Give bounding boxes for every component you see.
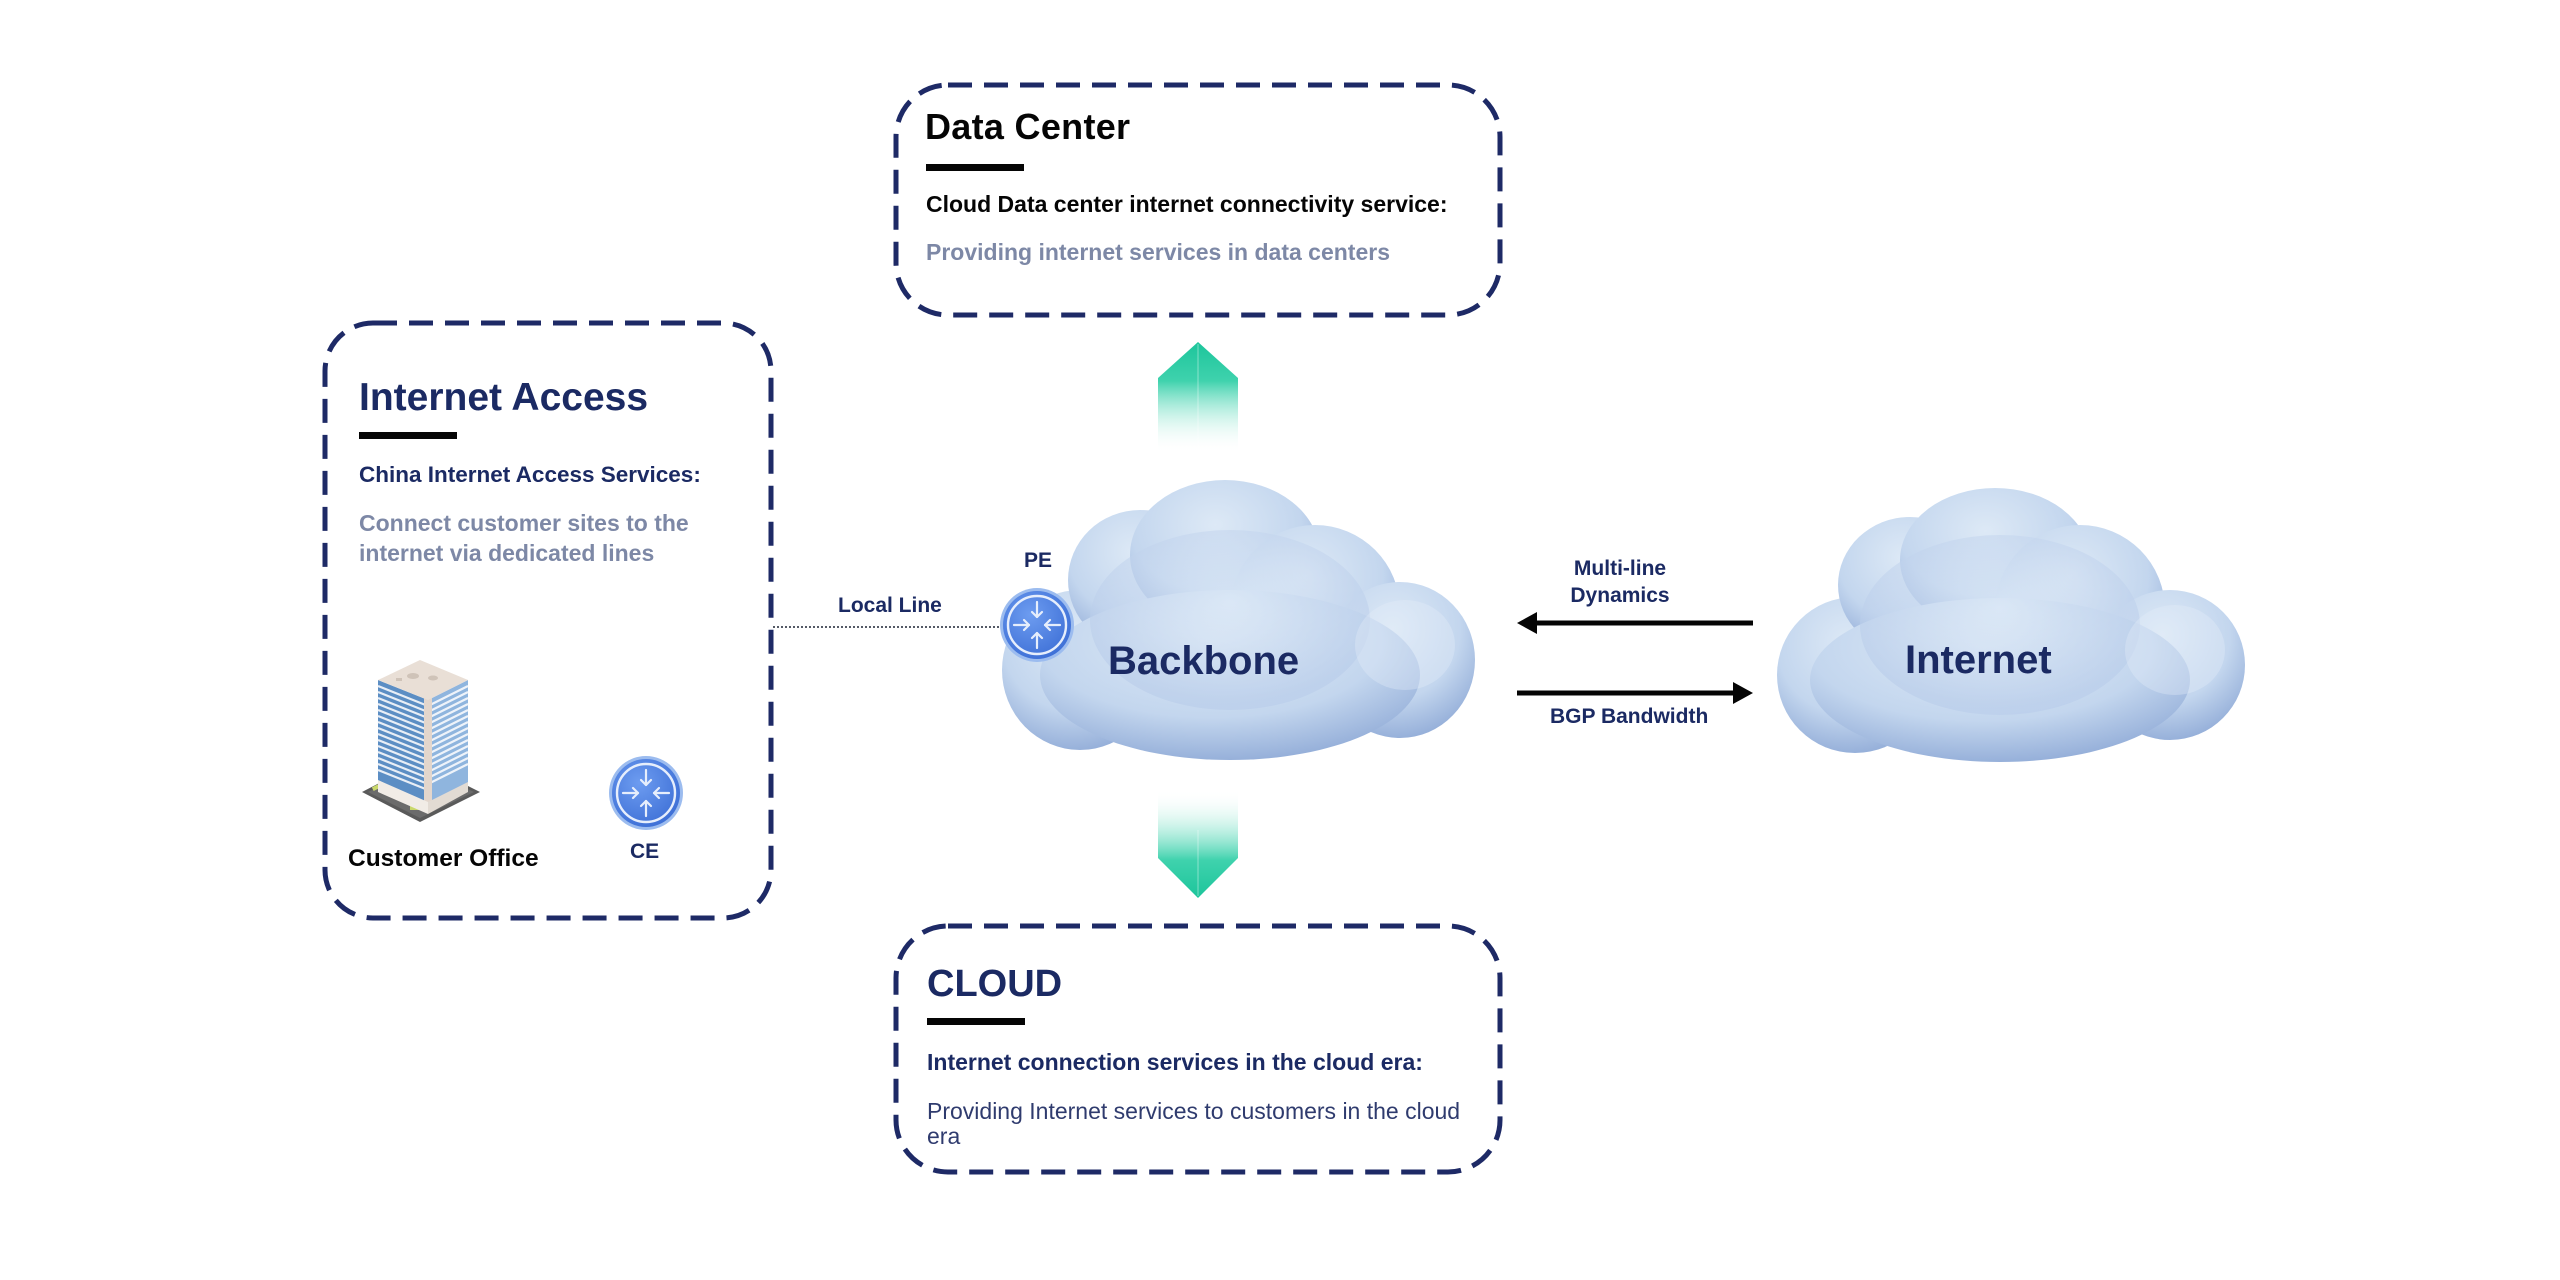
customer-office-label: Customer Office bbox=[348, 845, 539, 872]
data-center-subtitle: Cloud Data center internet connectivity … bbox=[926, 191, 1448, 217]
data-center-description: Providing internet services in data cent… bbox=[926, 239, 1390, 265]
office-building-icon bbox=[362, 660, 480, 822]
arrow-down-to-cloud-icon bbox=[1158, 790, 1238, 898]
cloud-description: Providing Internet services to customers… bbox=[927, 1098, 1461, 1149]
internet-access-description: Connect customer sites to the internet v… bbox=[359, 510, 689, 566]
local-line-label: Local Line bbox=[838, 594, 942, 617]
arrow-up-to-data-center-icon bbox=[1158, 342, 1238, 453]
internet-access-title-underline bbox=[359, 432, 457, 439]
arrow-right-icon bbox=[1517, 682, 1753, 704]
multi-line-label-text: Multi-line Dynamics bbox=[1570, 557, 1670, 607]
backbone-label: Backbone bbox=[1108, 639, 1300, 683]
internet-label: Internet bbox=[1905, 638, 2052, 682]
internet-access-title: Internet Access bbox=[359, 376, 649, 419]
internet-access-subtitle: China Internet Access Services: bbox=[359, 462, 701, 487]
internet-cloud-icon bbox=[1777, 488, 2245, 762]
local-line-connector bbox=[773, 626, 999, 628]
data-center-title: Data Center bbox=[925, 106, 1131, 147]
cloud-title-underline bbox=[927, 1018, 1025, 1025]
ce-label: CE bbox=[630, 840, 660, 863]
backbone-cloud-icon bbox=[1002, 480, 1475, 760]
data-center-title-underline bbox=[926, 164, 1024, 171]
multi-line-dynamics-label: Multi-line Dynamics bbox=[1565, 555, 1675, 609]
cloud-subtitle: Internet connection services in the clou… bbox=[927, 1049, 1423, 1075]
ce-router-icon bbox=[609, 756, 683, 830]
arrow-left-icon bbox=[1517, 612, 1753, 634]
pe-label: PE bbox=[1024, 549, 1053, 572]
cloud-title: CLOUD bbox=[927, 963, 1063, 1005]
bgp-bandwidth-label: BGP Bandwidth bbox=[1550, 705, 1709, 728]
pe-router-icon bbox=[1000, 588, 1074, 662]
